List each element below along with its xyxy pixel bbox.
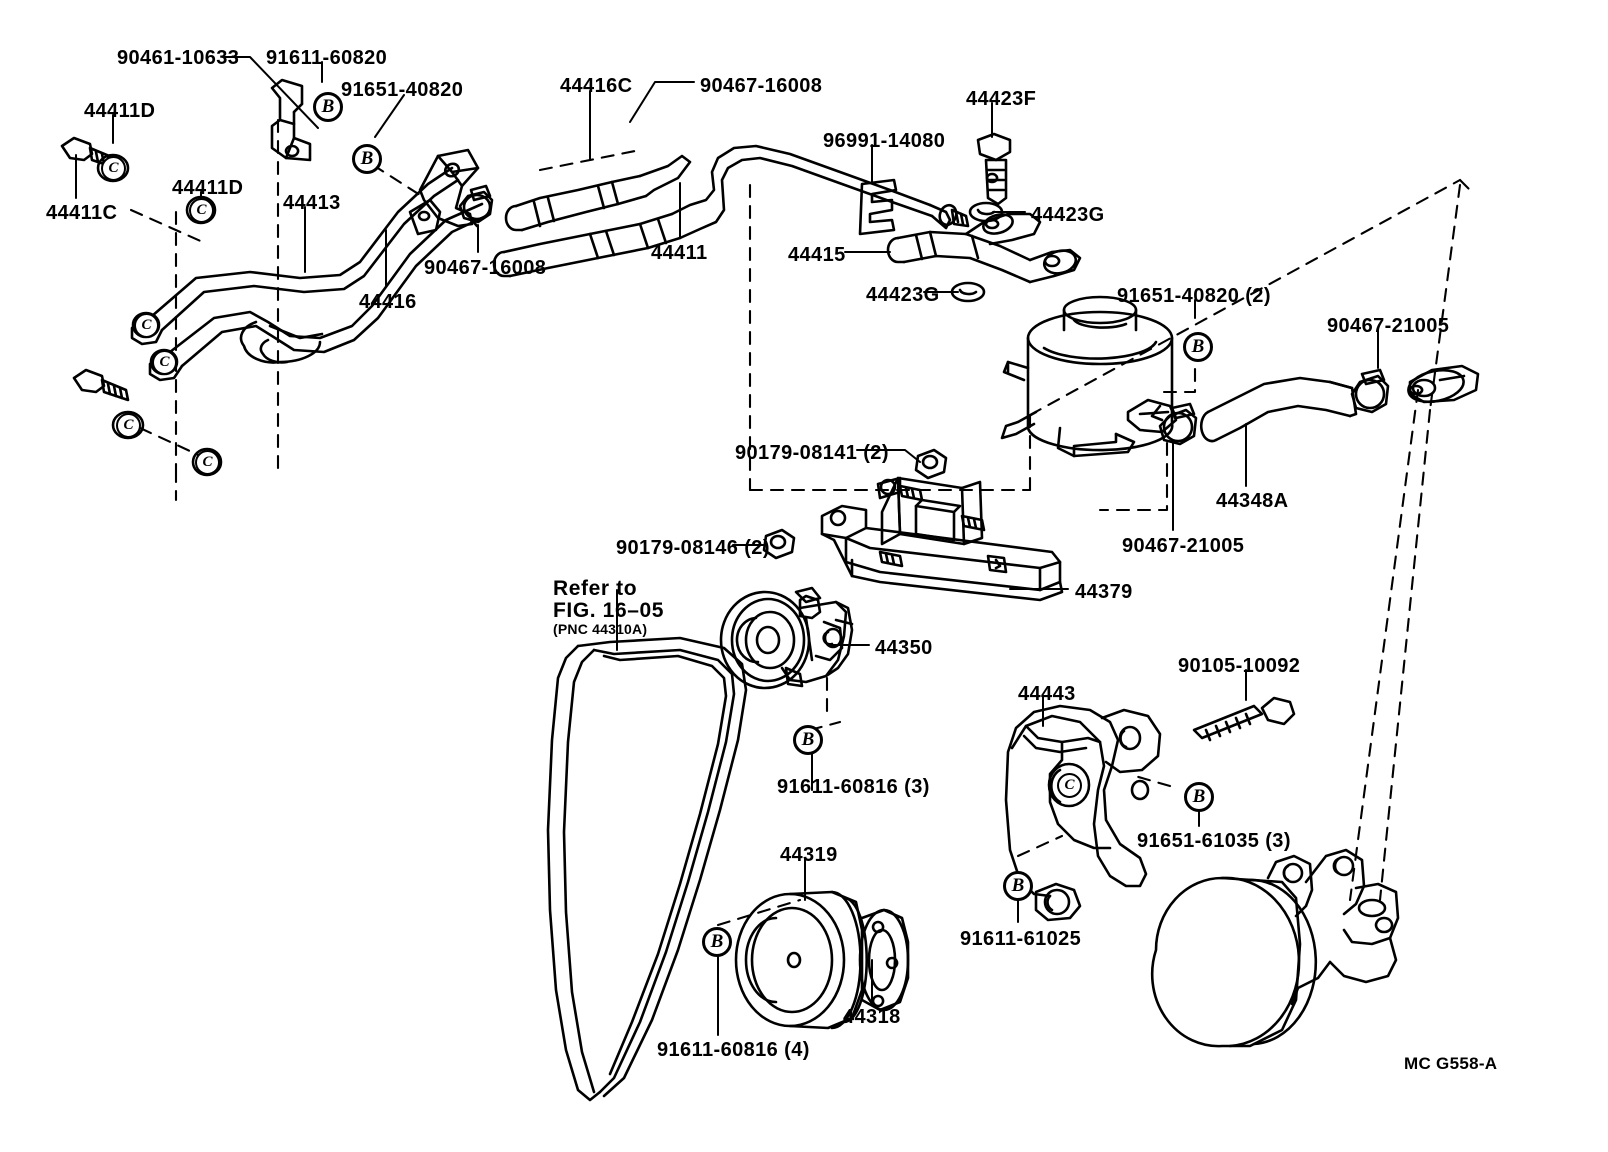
callout-badge-c: C — [134, 313, 159, 338]
part-label: 44413 — [283, 192, 341, 214]
part-label: 91611-60816 (3) — [777, 776, 930, 798]
part-label: 90179-08146 (2) — [616, 537, 770, 559]
callout-badge-c: C — [189, 198, 214, 223]
callout-badge-c: C — [152, 350, 177, 375]
part-label: 91611-60820 — [266, 47, 388, 69]
part-label: 90467-21005 — [1327, 315, 1450, 337]
reference-note-line3: (PNC 44310A) — [553, 621, 648, 637]
callout-badge-b: B — [702, 927, 732, 957]
part-label: 90467-16008 — [424, 257, 547, 279]
callout-badge-b: B — [313, 92, 343, 122]
callout-badge-b: B — [1184, 782, 1214, 812]
part-label: 44416C — [560, 75, 633, 97]
part-label: 44416 — [359, 291, 417, 313]
callout-badge-c: C — [116, 413, 141, 438]
part-label: 44411 — [651, 242, 708, 264]
part-label: 96991-14080 — [823, 130, 946, 152]
callout-badge-c: C — [195, 450, 220, 475]
part-label: 44423F — [966, 88, 1037, 110]
part-label: 44379 — [1075, 581, 1133, 603]
figure-code: MC G558-A — [1404, 1054, 1498, 1073]
part-label: 44319 — [780, 844, 838, 866]
part-label: 44348A — [1216, 490, 1289, 512]
callout-badge-c: C — [1057, 773, 1082, 798]
part-label: 90467-16008 — [700, 75, 823, 97]
part-label: 91651-61035 (3) — [1137, 830, 1291, 852]
part-label: 44318 — [843, 1006, 901, 1028]
part-label: 91651-40820 (2) — [1117, 285, 1271, 307]
callout-badge-b: B — [1183, 332, 1213, 362]
part-label: 90461-10633 — [117, 47, 240, 69]
part-label: 44443 — [1018, 683, 1076, 705]
part-label: 91611-61025 — [960, 928, 1082, 950]
callout-badge-b: B — [1003, 871, 1033, 901]
part-label: 44350 — [875, 637, 933, 659]
part-label: 44415 — [788, 244, 846, 266]
part-label: 91651-40820 — [341, 79, 464, 101]
part-label: 44423G — [866, 284, 940, 306]
part-label: 90467-21005 — [1122, 535, 1245, 557]
part-label: 44423G — [1031, 204, 1105, 226]
part-label: 91611-60816 (4) — [657, 1039, 810, 1061]
callout-badge-b: B — [793, 725, 823, 755]
part-label: 90105-10092 — [1178, 655, 1301, 677]
part-label: 44411C — [46, 202, 118, 224]
part-label: 44411D — [84, 100, 156, 122]
part-label: 44411D — [172, 177, 244, 199]
part-label: 90179-08141 (2) — [735, 442, 889, 464]
reference-note-line1: Refer to — [553, 577, 638, 600]
callout-badge-b: B — [352, 144, 382, 174]
reference-note-line2: FIG. 16–05 — [553, 599, 665, 622]
callout-badge-c: C — [101, 156, 126, 181]
